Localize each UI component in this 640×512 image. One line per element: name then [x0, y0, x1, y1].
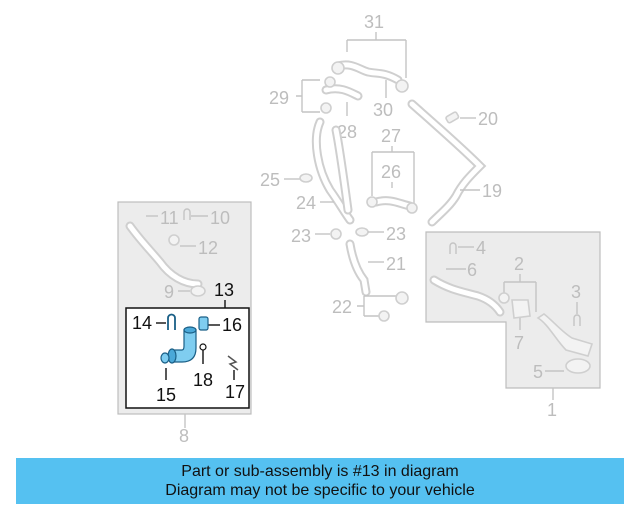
callout-27: 27 [381, 126, 401, 146]
callout-23-left: 23 [291, 226, 311, 246]
callout-11: 11 [160, 208, 179, 228]
callout-2: 2 [514, 254, 524, 274]
banner-line-2: Diagram may not be specific to your vehi… [165, 482, 475, 499]
callout-16: 16 [222, 315, 242, 335]
callout-12: 12 [198, 238, 218, 258]
callout-20: 20 [478, 109, 498, 129]
callout-1: 1 [547, 400, 557, 420]
info-banner: Part or sub-assembly is #13 in diagram D… [16, 458, 624, 504]
callout-15: 15 [156, 385, 176, 405]
callout-8: 8 [179, 426, 189, 446]
callout-18: 18 [193, 370, 213, 390]
callout-22: 22 [332, 297, 352, 317]
callout-13: 13 [214, 280, 234, 300]
callout-6: 6 [467, 260, 477, 280]
parts-diagram: 8 11 10 12 9 13 14 16 15 18 17 31 29 30 [117, 12, 601, 446]
callout-10: 10 [210, 208, 230, 228]
callout-24: 24 [296, 193, 316, 213]
banner-line-1: Part or sub-assembly is #13 in diagram [181, 463, 459, 480]
callout-26: 26 [381, 162, 401, 182]
callout-30: 30 [373, 100, 393, 120]
callout-29: 29 [269, 88, 289, 108]
callout-23-right: 23 [386, 224, 406, 244]
callout-19: 19 [482, 181, 502, 201]
callout-9: 9 [164, 282, 174, 302]
callout-7: 7 [514, 333, 524, 353]
part-15-clamp [160, 352, 170, 364]
part-16-connector [198, 316, 209, 331]
callout-4: 4 [476, 238, 486, 258]
callout-31: 31 [364, 12, 384, 32]
callout-21: 21 [386, 254, 406, 274]
callout-28: 28 [337, 122, 357, 142]
callout-14: 14 [132, 313, 152, 333]
callout-5: 5 [533, 362, 543, 382]
callout-25: 25 [260, 170, 280, 190]
callout-3: 3 [571, 282, 581, 302]
callout-17: 17 [225, 382, 245, 402]
